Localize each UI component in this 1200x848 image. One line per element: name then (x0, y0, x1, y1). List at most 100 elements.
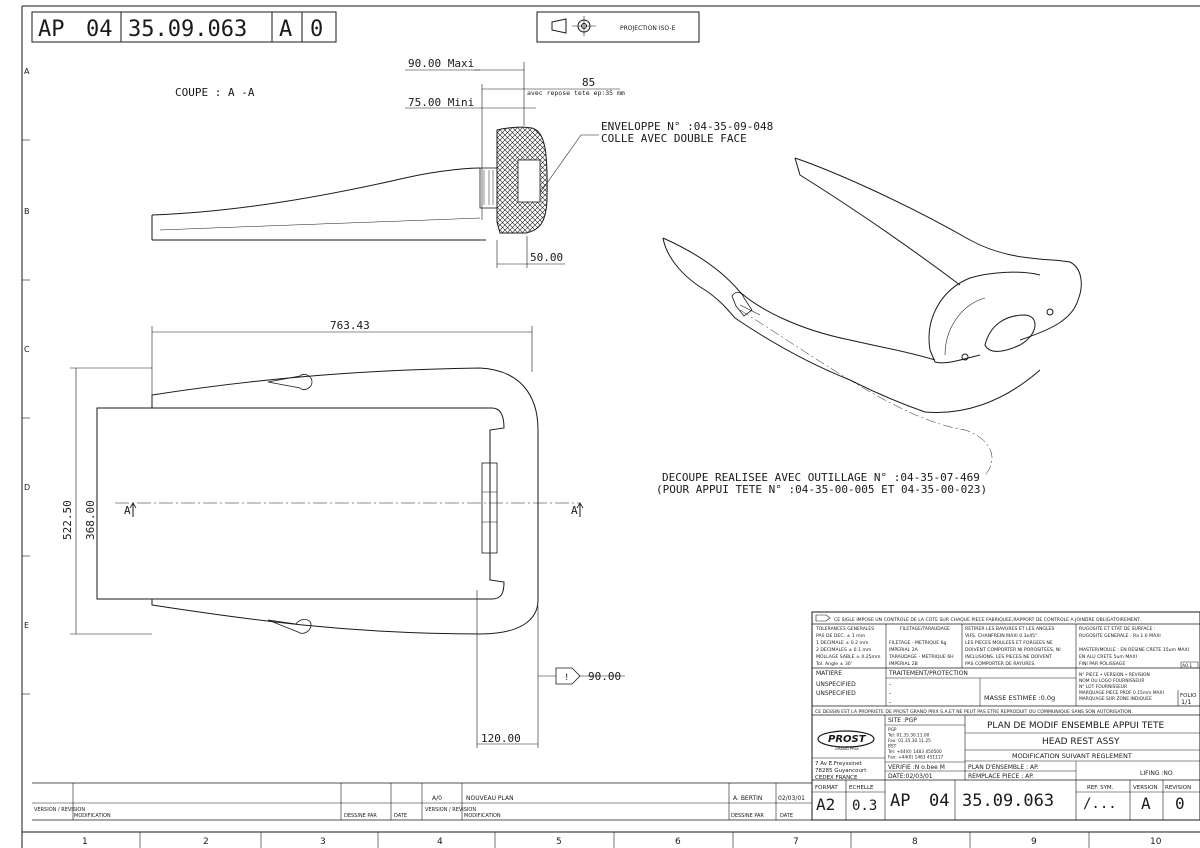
dim-85: 85 (582, 76, 595, 89)
general-note: CE SIGLE IMPOSE UN CONTROLE DE LA COTE S… (834, 617, 1141, 623)
grid-row-label: E (24, 621, 29, 630)
revision-label: REVISION (1165, 785, 1191, 791)
callout-colle: COLLE AVEC DOUBLE FACE (601, 132, 747, 145)
revision-value: 0 (1175, 794, 1185, 813)
rev-version-col-left: VERSION / REVISION (34, 807, 85, 813)
dim-height: 522.50 (61, 500, 74, 540)
note-line: N° LOT FOURNISSEUR (1079, 684, 1127, 690)
dim-120: 120.00 (481, 732, 521, 745)
header-prefix: AP (38, 17, 65, 42)
sheet-border (21, 5, 1200, 848)
note-line: MOLLAGE SABLE ± 0.25mm (816, 654, 881, 660)
note-line: TARAUDAGE - METRIQUE 6H (888, 654, 954, 660)
note-line: DOIVENT COMPORTER NI POROSITEES, NI (965, 647, 1061, 653)
note-line: Tel: +44(0) 1483 450500 (887, 749, 942, 755)
material-1: UNSPECIFIED (816, 681, 856, 688)
material-2: UNSPECIFIED (816, 690, 856, 697)
note-line: PAS DE DEC. ± 1 mm (816, 633, 866, 639)
header-drawing-number: 35.09.063 (128, 17, 247, 42)
rev-modification-col-left: MODIFICATION (74, 813, 111, 819)
header-group: 04 (86, 17, 113, 42)
note-line: BST (888, 744, 897, 750)
note-line: LES PIECES MOULEES ET FORGEES NE (965, 640, 1053, 646)
note-line: Tol. Angle ± 30' (815, 661, 852, 667)
format-value: A2 (816, 795, 835, 814)
grid-col-label: 5 (556, 837, 562, 847)
section-label: COUPE : A -A (175, 86, 255, 99)
tolerances-list: PAS DE DEC. ± 1 mm1 DECIMALE ± 0.2 mm2 D… (815, 633, 881, 667)
note-line: MARQUAGE SUR ZONE INDIQUEE (1079, 696, 1152, 702)
grid-row-label: B (24, 207, 30, 216)
plan-view: 763.43 522.50 368.00 A A 120.00 (61, 319, 625, 748)
site-label: SITE :PGP (888, 717, 917, 724)
note-line: INCLUSIONS. LES PIECES NE DOIVENT (965, 654, 1052, 660)
dim-75-mini: 75.00 Mini (408, 96, 474, 109)
treatment-2: - (889, 690, 891, 697)
revision-table: VERSION / REVISION MODIFICATION DESSINE … (32, 782, 812, 821)
drawing-number-header: AP 04 35.09.063 A 0 (31, 11, 337, 43)
treatment-3: - (889, 699, 891, 706)
grid-col-label: 8 (912, 837, 918, 847)
folio-label: FOLIO (1180, 693, 1197, 699)
projection-symbol-box: PROJECTION ISO-E (536, 11, 700, 43)
note-line: Tel: 01.35.30.11.00 (887, 733, 930, 739)
grid-row-label: C (24, 345, 30, 354)
scale-value: 0.3 (852, 798, 877, 814)
note-line: 1 DECIMALE ± 0.2 mm (816, 640, 869, 646)
ref-value: /... (1083, 796, 1117, 812)
note-line: RUGOSITE ET ETAT DE SURFACE : (1079, 626, 1156, 632)
grid-row-label: A (24, 67, 30, 76)
flag-mark: ! (564, 673, 569, 683)
threading-title: FILETAGE/TARAUDAGE (900, 626, 950, 632)
grid-row-labels: A B C D E (22, 67, 30, 695)
rev-version-col-right: VERSION / REVISION (425, 807, 476, 813)
note-line: Fax: 01.35.30.11.25 (888, 738, 931, 744)
treatment-1: - (889, 681, 891, 688)
grid-col-label: 9 (1031, 837, 1037, 847)
mass-label: MASSE ESTIMEE :0.0g (984, 694, 1055, 702)
address-1: 7 Av E.Freyssinet (815, 761, 863, 767)
rev-date-col-right: DATE (780, 813, 793, 819)
note-line: MARQUAGE PIECE PROF 0.15mm MAXI (1079, 690, 1164, 696)
title-en: HEAD REST ASSY (1042, 737, 1120, 747)
dim-90-flag: 90.00 (588, 670, 621, 683)
ref-label: REF. SYM. (1087, 785, 1114, 791)
surface-note: RUGOSITE ET ETAT DE SURFACE :RUGOSITE GE… (1079, 626, 1189, 667)
rev-dessine-col-right: DESSINE PAR (731, 813, 764, 819)
note-line: MASTER/MOULE : EN RESINE CRETE 15um MAXI (1079, 647, 1189, 653)
format-label: FORMAT (815, 785, 838, 791)
callout-enveloppe: ENVELOPPE N° :04-35-09-048 (601, 120, 773, 133)
section-view: COUPE : A -A 90.00 Maxi 75.00 Mini 85 av… (151, 57, 773, 268)
grid-col-label: 2 (203, 837, 209, 847)
property-note: CE DESSIN EST LA PROPRIETE DE PROST GRAN… (815, 709, 1133, 715)
grid-col-label: 4 (437, 837, 443, 847)
rev-entry-modification: NOUVEAU PLAN (466, 795, 514, 802)
address-3: CEDEX FRANCE (815, 775, 858, 781)
iso-view: DECOUPE REALISEE AVEC OUTILLAGE N° :04-3… (656, 157, 1082, 496)
dim-width: 763.43 (330, 319, 370, 332)
iso-note-line1: DECOUPE REALISEE AVEC OUTILLAGE N° :04-3… (662, 471, 980, 484)
note-line: IMPERIAL 2B (889, 661, 918, 667)
tb-prefix: AP (890, 791, 910, 811)
header-sheet: 0 (310, 17, 323, 42)
date: DATE:02/03/01 (888, 773, 933, 780)
version-label: VERSION (1133, 785, 1158, 791)
grid-col-label: 1 (82, 837, 88, 847)
grid-row-label: D (24, 483, 30, 492)
note-line: EN ALU CRETE 5um MAXI (1079, 654, 1137, 660)
rev-entry-version: A/0 (432, 795, 442, 802)
note-line: IMPERIAL 2A (889, 647, 919, 653)
verifie: VERIFIE :N o.bee M (888, 764, 945, 771)
note-line: RETIRER LES BAVURES ET LES ANGLES (965, 626, 1054, 632)
note-line: 2 DECIMALES ± 0.1 mm (816, 647, 872, 653)
material-title: MATIERE (816, 670, 842, 677)
grid-col-label: 7 (793, 837, 799, 847)
polish-grade: A0.1 (1182, 663, 1192, 669)
note-line: N° PIECE • VERSION • REVISION (1079, 672, 1150, 678)
